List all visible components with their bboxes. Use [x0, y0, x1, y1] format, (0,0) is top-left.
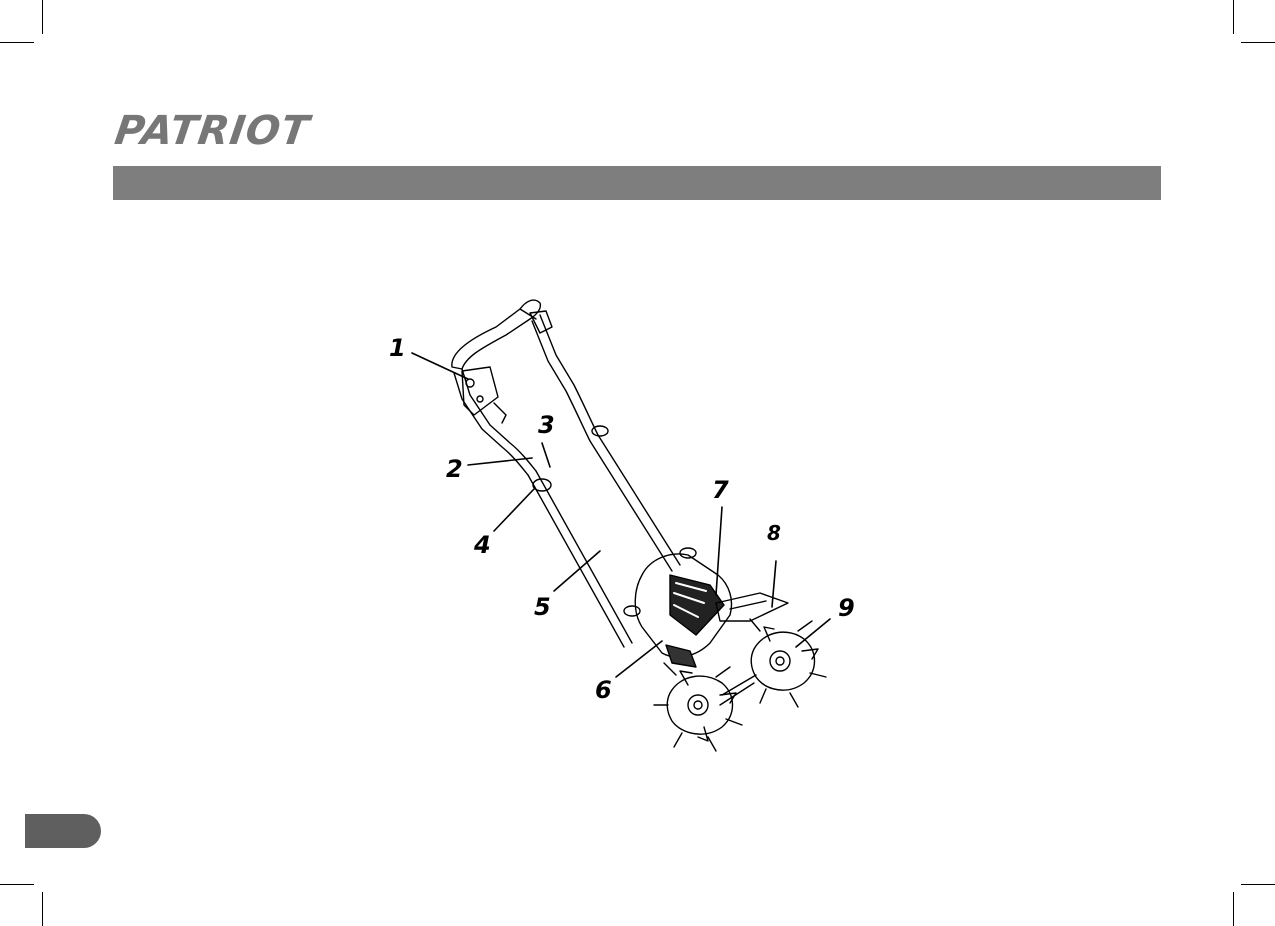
crop-mark: [1233, 0, 1234, 34]
cultivator-diagram: [370, 275, 890, 755]
crop-mark: [1241, 42, 1275, 43]
axle: [720, 675, 756, 705]
callout-5: 5: [534, 595, 551, 619]
brand-logo: PATRIOT: [112, 108, 312, 154]
crop-mark: [1241, 884, 1275, 885]
knob: [680, 548, 696, 558]
callout-6: 6: [595, 678, 612, 702]
switch-box: [462, 367, 506, 423]
section-header-bar: [113, 166, 1161, 200]
handle-bar: [452, 300, 541, 369]
tines-left: [654, 663, 742, 751]
callout-1: 1: [389, 336, 406, 360]
page-number-tab: [25, 814, 101, 848]
crop-mark: [1233, 892, 1234, 926]
callout-8: 8: [767, 521, 781, 545]
callout-7: 7: [712, 478, 729, 502]
fender: [716, 593, 788, 621]
callout-9: 9: [838, 596, 855, 620]
callout-4: 4: [474, 533, 491, 557]
crop-mark: [0, 884, 34, 885]
callout-3: 3: [538, 413, 555, 437]
callout-2: 2: [446, 457, 463, 481]
crop-mark: [0, 42, 34, 43]
right-tube: [532, 315, 680, 571]
crop-mark: [42, 892, 43, 926]
crop-mark: [42, 0, 43, 34]
knob: [592, 426, 608, 436]
upper-bracket: [530, 311, 552, 333]
knob: [624, 606, 640, 616]
